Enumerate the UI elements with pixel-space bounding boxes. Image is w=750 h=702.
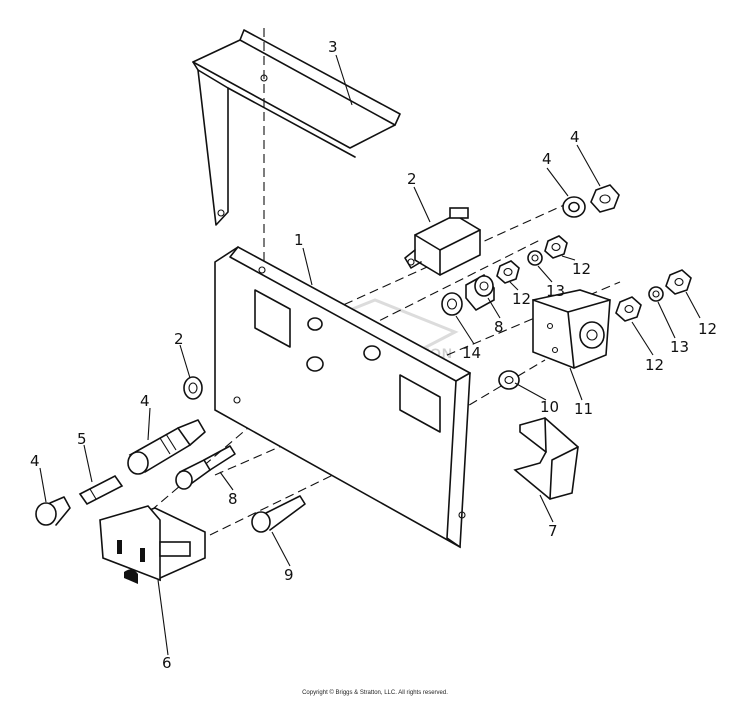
control-panel <box>214 246 471 549</box>
callout-labels: 3 1 2 4 4 2 4 5 4 6 7 8 9 10 11 14 8 12 … <box>30 38 717 672</box>
hex-nut-upper <box>590 184 620 213</box>
callout-4-washer: 4 <box>542 150 552 168</box>
nut-12-left <box>496 260 520 284</box>
copyright-notice: Copyright © Briggs & Stratton, LLC. All … <box>302 690 448 696</box>
callout-4-nut: 4 <box>570 128 580 146</box>
upper-bracket <box>192 29 401 226</box>
callout-2-upper: 2 <box>407 170 417 188</box>
fuse-cartridge <box>78 474 124 506</box>
nut-12-right-upper <box>665 269 692 295</box>
receptacle <box>99 505 206 584</box>
callout-12-right-upper: 12 <box>698 320 717 338</box>
callout-9: 9 <box>284 566 294 584</box>
callout-11: 11 <box>574 400 593 418</box>
callout-7: 7 <box>548 522 558 540</box>
nut-12-upper <box>544 235 568 259</box>
u-clip <box>513 417 579 500</box>
washer-14 <box>441 292 463 316</box>
callout-2-lower: 2 <box>174 330 184 348</box>
callout-12-right-lower: 12 <box>645 356 664 374</box>
bushing-8-upper <box>465 273 495 312</box>
fuse-cap <box>35 496 71 526</box>
callout-4-holder: 4 <box>140 392 150 410</box>
callout-12-left: 12 <box>512 290 531 308</box>
callout-5: 5 <box>77 430 87 448</box>
lock-washer-13-upper <box>527 250 543 266</box>
callout-10: 10 <box>540 398 559 416</box>
callout-12-upper: 12 <box>572 260 591 278</box>
callout-8-lower: 8 <box>228 490 238 508</box>
star-washer-10 <box>498 370 520 390</box>
lock-washer-13-right <box>648 286 664 302</box>
nut-12-right-lower <box>615 296 642 322</box>
fuse-holder <box>127 419 206 475</box>
callout-4-cap: 4 <box>30 452 40 470</box>
callout-3: 3 <box>328 38 338 56</box>
callout-13-upper: 13 <box>546 282 565 300</box>
leaders <box>39 54 701 656</box>
callout-14: 14 <box>462 344 481 362</box>
screw-8-lower <box>175 445 236 490</box>
callout-1: 1 <box>294 231 304 249</box>
screw-9 <box>251 495 306 533</box>
callout-13-right: 13 <box>670 338 689 356</box>
callout-8-upper: 8 <box>494 318 504 336</box>
washer-2-lower <box>183 376 203 400</box>
circuit-breaker <box>404 207 481 276</box>
callout-6: 6 <box>162 654 172 672</box>
washer-upper <box>562 196 586 218</box>
lamp-bracket <box>532 289 611 369</box>
